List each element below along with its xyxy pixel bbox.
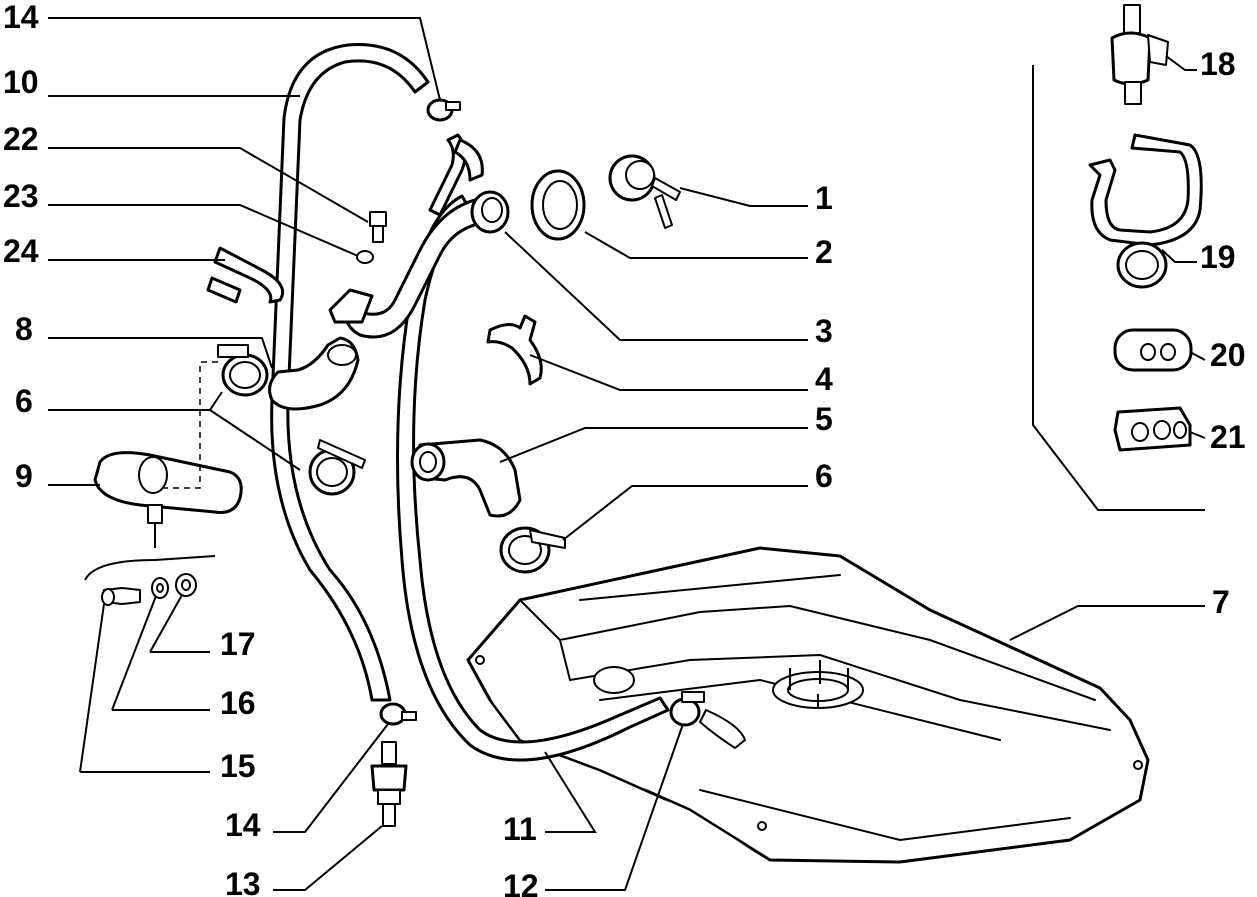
leader-lines (48, 17, 1206, 891)
filler-neck-gasket (530, 169, 586, 241)
tube-bracket (84, 451, 243, 581)
mounting-strap (206, 246, 285, 304)
fuel-tank (466, 546, 1150, 864)
callout-23: 23 (3, 178, 39, 214)
callout-2: 2 (815, 234, 833, 270)
callout-14-bottom: 14 (225, 807, 261, 843)
screw (369, 211, 387, 243)
elbow-hose (410, 438, 522, 518)
pipe-clamp (669, 691, 705, 727)
reference-dash-1 (160, 361, 218, 489)
nut (175, 573, 197, 597)
tank-strap-bracket (1088, 133, 1203, 289)
callout-7: 7 (1212, 584, 1230, 620)
small-vent-tube (428, 133, 484, 217)
curved-hose (268, 336, 360, 411)
vent-hose (270, 42, 430, 702)
callout-17: 17 (220, 626, 256, 662)
vent-valve (1110, 4, 1169, 105)
grommet (1113, 328, 1193, 372)
callout-14-top: 14 (3, 0, 39, 35)
filler-elbow-tube (328, 190, 510, 339)
callout-18: 18 (1200, 46, 1236, 82)
small-clamp-lower (379, 702, 417, 726)
callout-11: 11 (503, 811, 537, 847)
callout-5: 5 (815, 401, 833, 437)
callout-1: 1 (815, 180, 833, 216)
bolt (101, 587, 141, 606)
callout-24: 24 (3, 233, 39, 269)
callout-9: 9 (15, 458, 33, 494)
callout-19: 19 (1200, 239, 1236, 275)
callout-12: 12 (503, 868, 539, 897)
fuel-valve (370, 741, 408, 827)
callout-3: 3 (815, 313, 833, 349)
callout-21: 21 (1210, 419, 1246, 455)
small-washer (356, 250, 374, 264)
retaining-clip (486, 314, 543, 386)
callout-20: 20 (1210, 337, 1246, 373)
group-bracket (1032, 65, 1205, 511)
callout-16: 16 (220, 685, 256, 721)
callout-4: 4 (815, 361, 833, 397)
callout-6-right: 6 (815, 458, 833, 494)
callout-6-left: 6 (15, 383, 33, 419)
locking-fuel-cap (608, 154, 681, 229)
pipe-holder (1113, 406, 1192, 452)
small-clamp-upper (426, 98, 461, 122)
callout-22: 22 (3, 121, 39, 157)
callout-8: 8 (15, 311, 33, 347)
callout-13: 13 (225, 866, 261, 897)
hose-clamp-lower (499, 526, 566, 574)
hose-clamp-middle (308, 439, 366, 496)
callout-15: 15 (220, 748, 256, 784)
hose-clamp-upper (217, 344, 269, 397)
washer (151, 577, 169, 599)
callout-10: 10 (3, 64, 39, 100)
